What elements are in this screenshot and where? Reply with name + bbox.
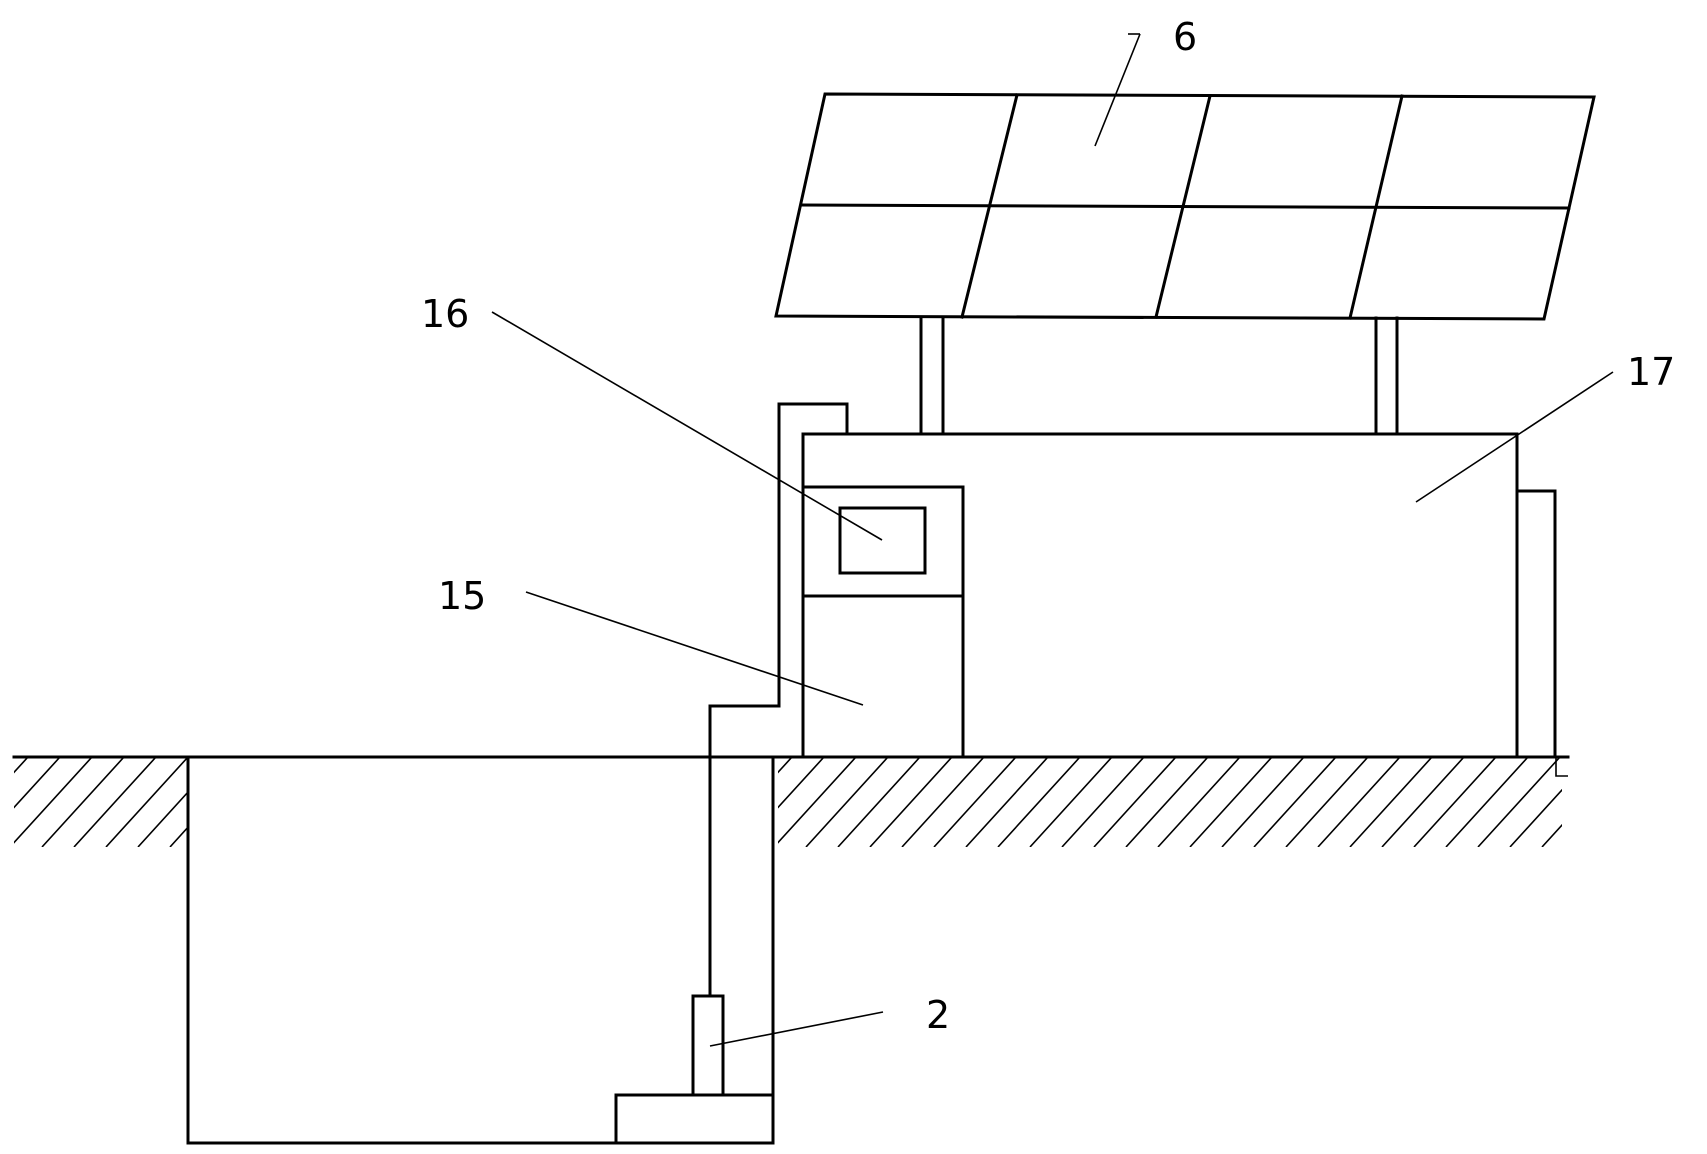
hatch-stroke: [778, 757, 857, 844]
solar-panel-midline: [799, 203, 1571, 210]
hatch-stroke: [1541, 823, 1562, 847]
label-15: 15: [438, 574, 486, 618]
hatch-stroke: [105, 757, 188, 847]
cabinet: [801, 485, 965, 759]
hatch-stroke: [1381, 757, 1465, 847]
hatch-stroke: [1445, 757, 1529, 847]
pump: [691, 994, 725, 1097]
hatch-stroke: [169, 826, 188, 847]
hatch-stroke: [1253, 757, 1337, 847]
ground-hatching-left: [14, 757, 348, 847]
hatch-stroke: [933, 757, 1017, 847]
hatch-stroke: [901, 757, 985, 847]
hatch-stroke: [1285, 757, 1369, 847]
hatch-stroke: [202, 757, 284, 847]
solar-panel: [774, 92, 1596, 321]
hatch-stroke: [1606, 757, 1688, 847]
hatch-stroke: [1413, 757, 1497, 847]
hatch-stroke: [1189, 757, 1273, 847]
leader-line-16: [491, 311, 883, 541]
solar-panel-grid-1: [960, 93, 1019, 319]
leader-line-15: [525, 591, 864, 706]
pipe-vertical: [708, 402, 849, 998]
hatch-stroke: [14, 757, 61, 809]
tank-base-block: [614, 1093, 775, 1145]
ground-hatching-right: [678, 757, 1707, 847]
hatch-stroke: [1221, 757, 1305, 847]
hatch-stroke: [266, 757, 348, 847]
hatch-stroke: [997, 757, 1081, 847]
label-16: 16: [421, 292, 469, 336]
solar-panel-grid-2: [1154, 94, 1212, 319]
hatch-stroke: [965, 757, 1049, 847]
hatch-stroke: [1093, 757, 1177, 847]
display-screen: [838, 506, 927, 575]
label-2: 2: [926, 993, 950, 1037]
label-17: 17: [1627, 350, 1675, 394]
hatch-stroke: [1638, 757, 1707, 847]
solar-panel-grid-3: [1348, 94, 1404, 320]
hatch-stroke: [1509, 788, 1562, 847]
hatch-stroke: [1574, 757, 1656, 847]
leader-line-17: [1415, 371, 1614, 503]
hatch-stroke: [234, 757, 316, 847]
hatch-stroke: [1349, 757, 1433, 847]
hatch-stroke: [1157, 757, 1241, 847]
hatch-stroke: [837, 757, 921, 847]
hatch-stroke: [1125, 757, 1209, 847]
hatch-stroke: [14, 757, 29, 774]
hatch-stroke: [869, 757, 953, 847]
hatch-stroke: [14, 757, 93, 844]
hatch-stroke: [678, 757, 760, 847]
leader-line-2: [709, 1011, 884, 1047]
hatch-stroke: [41, 757, 125, 847]
label-6: 6: [1173, 15, 1197, 59]
hatch-stroke: [1317, 757, 1401, 847]
hatch-stroke: [1061, 757, 1145, 847]
water-tank: [186, 755, 775, 1145]
housing-side-pipe: [1515, 489, 1557, 759]
leader-line-6: [1094, 33, 1141, 147]
hatch-stroke: [137, 790, 188, 847]
hatch-stroke: [778, 757, 793, 774]
hatch-stroke: [73, 757, 157, 847]
ground-right-step: [1555, 757, 1568, 777]
hatch-stroke: [1477, 757, 1561, 847]
hatch-stroke: [1029, 757, 1113, 847]
hatch-stroke: [778, 757, 825, 809]
hatch-stroke: [805, 757, 889, 847]
